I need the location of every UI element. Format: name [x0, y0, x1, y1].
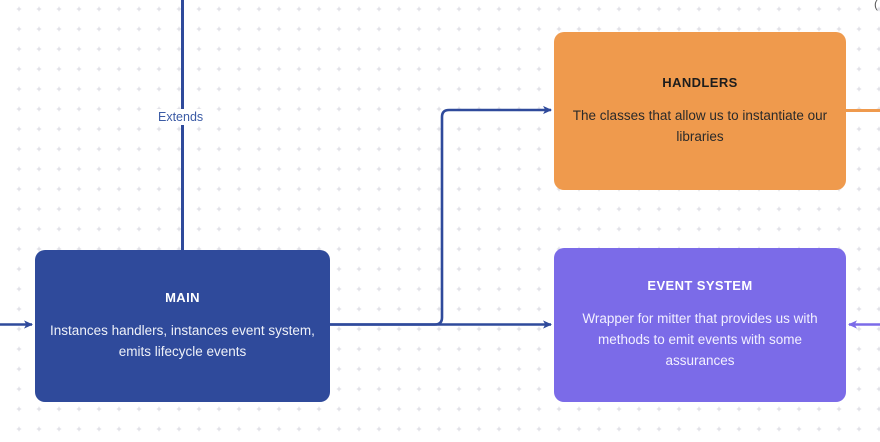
node-handlers[interactable]: HANDLERS The classes that allow us to in… — [554, 32, 846, 190]
node-main-title: MAIN — [165, 289, 200, 305]
node-handlers-description: The classes that allow us to instantiate… — [572, 107, 828, 144]
node-handlers-title: HANDLERS — [662, 74, 738, 90]
edge-label-extends: Extends — [153, 109, 209, 125]
node-main[interactable]: MAIN Instances handlers, instances event… — [35, 250, 330, 402]
node-event-system-title: EVENT SYSTEM — [647, 278, 753, 294]
edge-main-to-handlers[interactable] — [330, 105, 552, 326]
node-event-system[interactable]: EVENT SYSTEM Wrapper for mitter that pro… — [554, 248, 846, 402]
node-event-system-description: Wrapper for mitter that provides us with… — [582, 311, 818, 368]
clipped-corner-glyph: ( — [874, 0, 878, 11]
node-main-description: Instances handlers, instances event syst… — [50, 322, 315, 359]
